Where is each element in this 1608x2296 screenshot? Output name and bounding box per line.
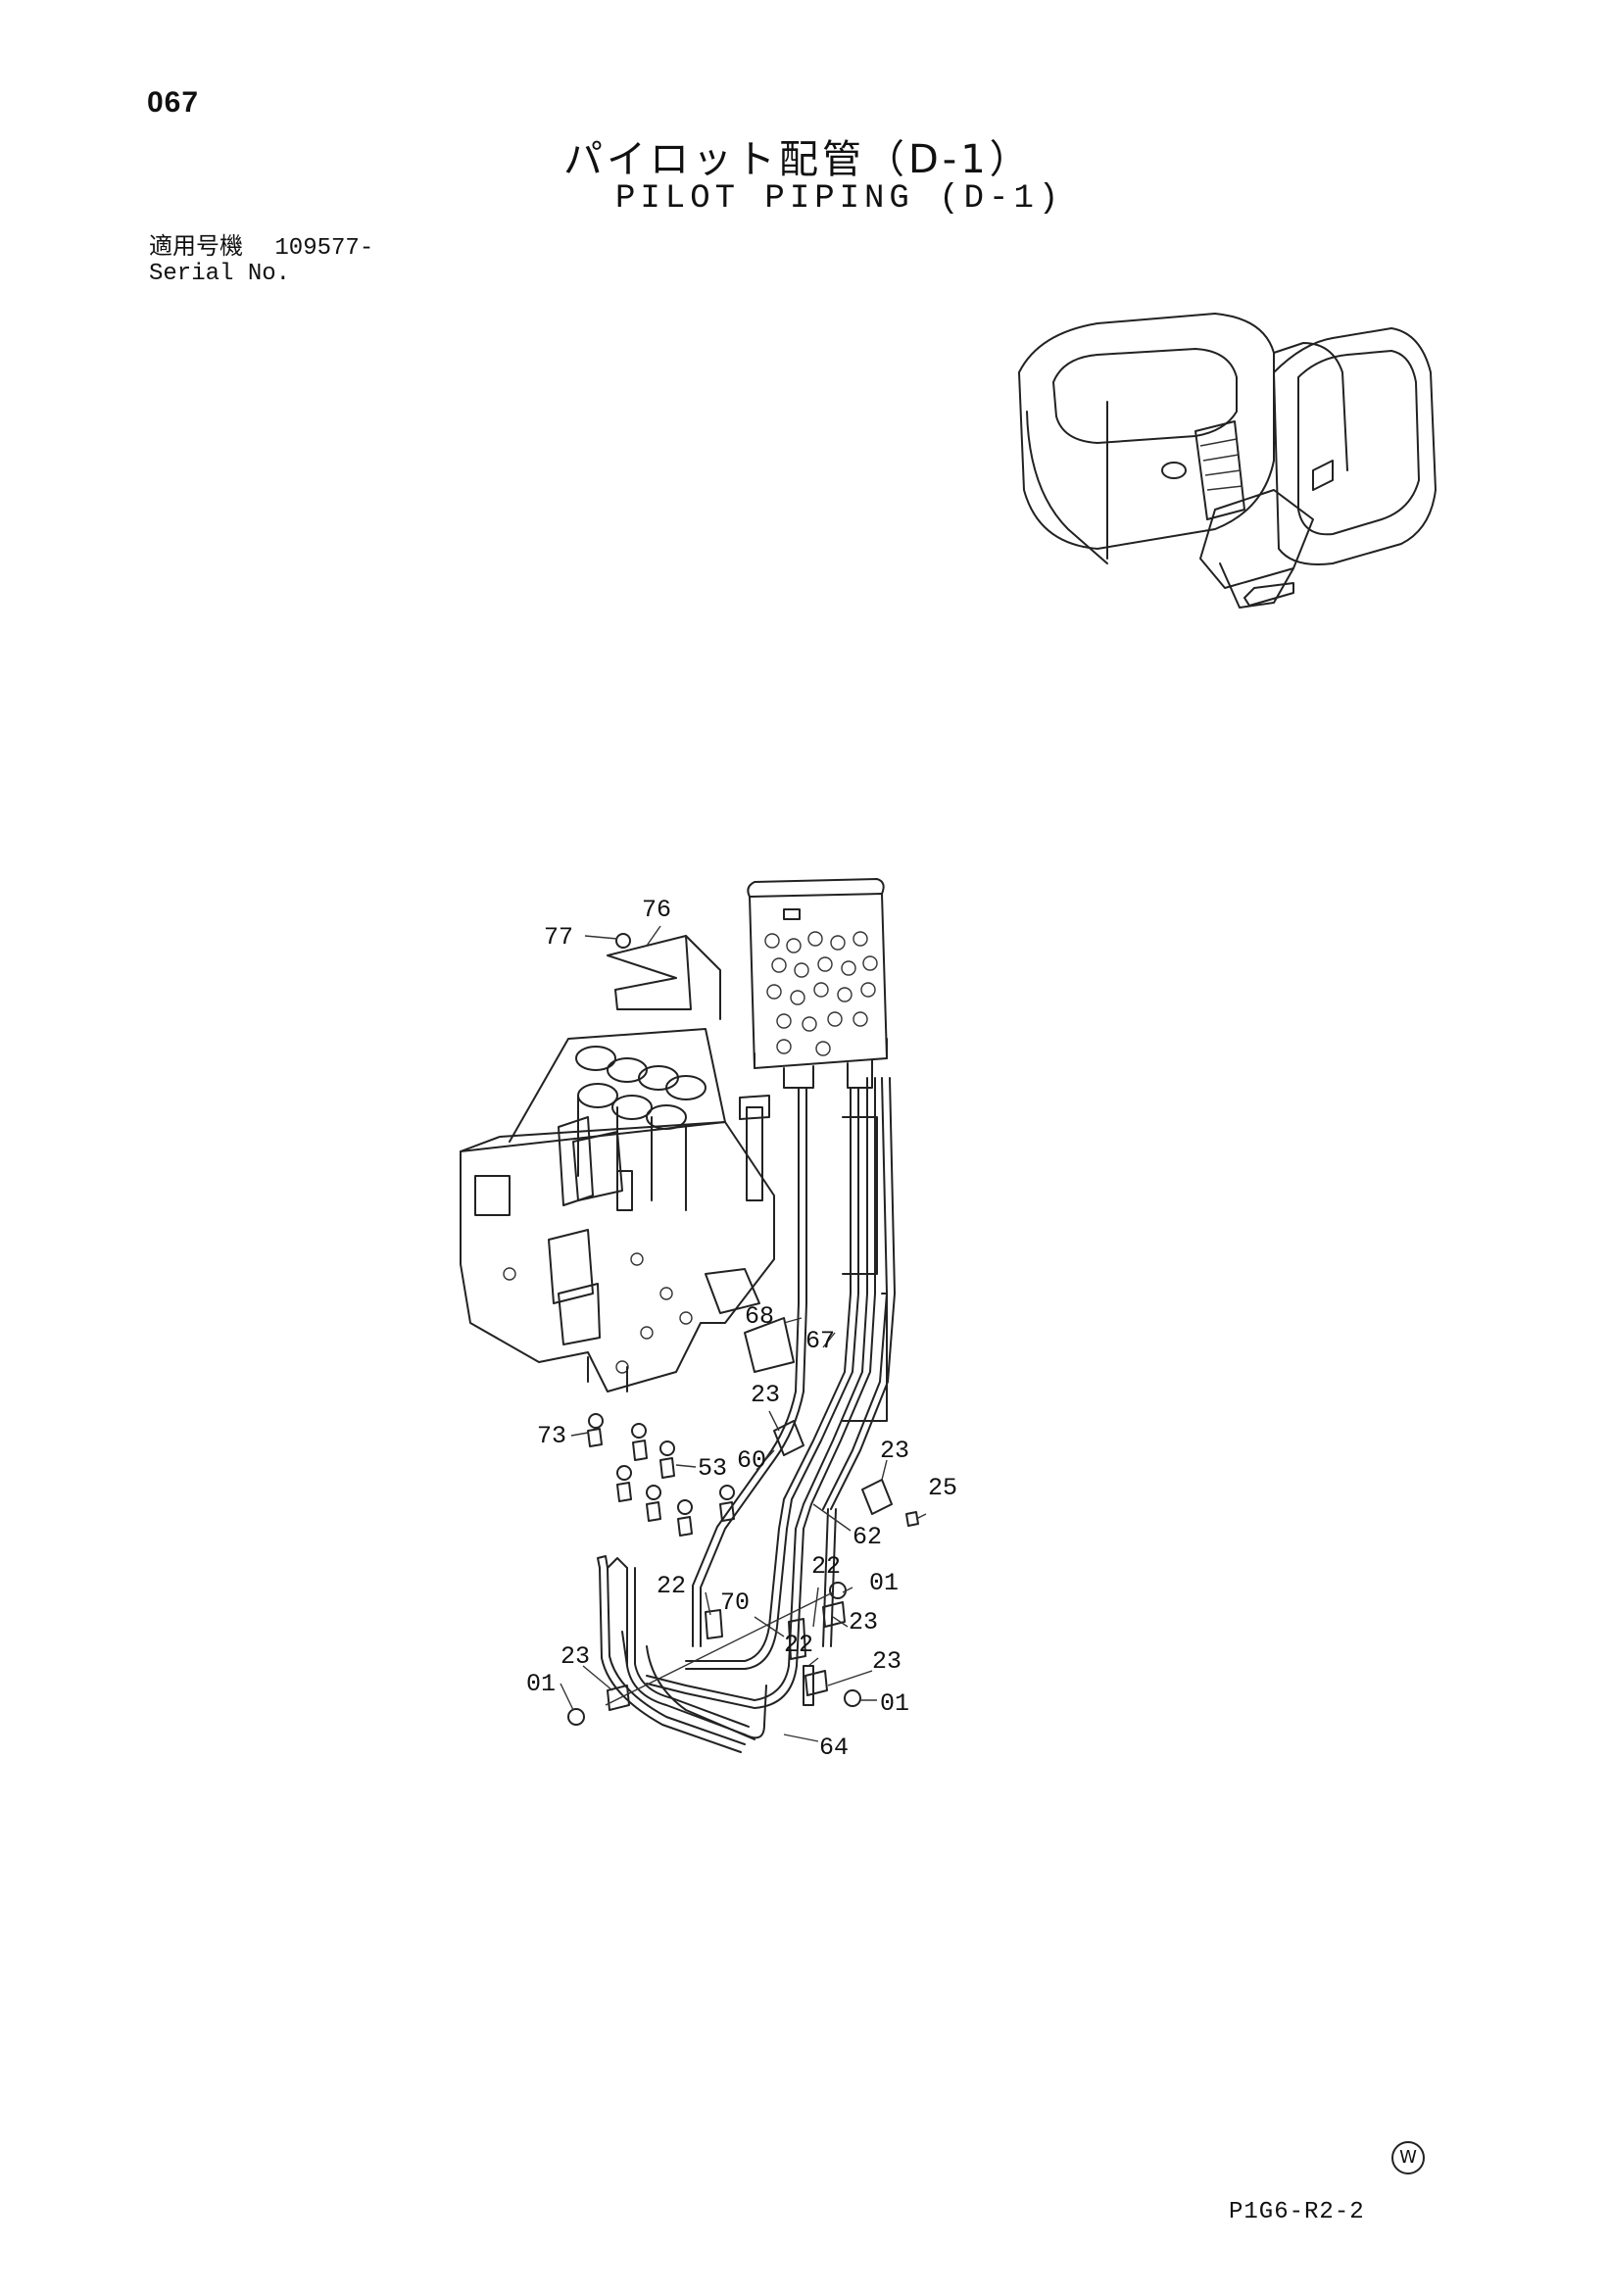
page-code: P1G6-R2-2 xyxy=(1229,2199,1365,2225)
serial-number-label: Serial No. xyxy=(149,261,291,287)
excavator-locator-illustration xyxy=(1018,313,1437,609)
callout-23: 23 xyxy=(560,1642,590,1671)
pilot-valve-block xyxy=(747,878,888,1089)
serial-number-value: 109577- xyxy=(274,235,374,262)
callout-leaders xyxy=(560,925,927,1742)
manufacturer-mark: W xyxy=(1391,2141,1425,2174)
callout-01: 01 xyxy=(526,1670,556,1698)
applicable-machine-label: 適用号機 xyxy=(149,232,243,260)
callout-22: 22 xyxy=(811,1552,841,1581)
page-title-japanese: パイロット配管（D-1） xyxy=(563,137,1033,182)
callout-23: 23 xyxy=(872,1647,901,1676)
callout-01: 01 xyxy=(869,1569,899,1597)
callout-01: 01 xyxy=(880,1689,909,1718)
fittings-and-clamps xyxy=(567,933,919,1726)
callout-53: 53 xyxy=(698,1454,727,1483)
callout-25: 25 xyxy=(928,1474,957,1502)
callout-68: 68 xyxy=(745,1302,774,1331)
callout-22: 22 xyxy=(784,1631,813,1659)
callout-67: 67 xyxy=(805,1327,835,1355)
callout-23: 23 xyxy=(751,1381,780,1409)
page-title-english: PILOT PIPING (D-1) xyxy=(615,180,1064,218)
callout-numbers: 77 76 68 67 23 73 53 60 23 25 62 22 70 2… xyxy=(526,896,957,1762)
callout-22: 22 xyxy=(657,1572,686,1600)
callout-60: 60 xyxy=(737,1446,766,1475)
pilot-pipes xyxy=(599,1077,896,1753)
control-valve-assembly xyxy=(460,1028,878,1392)
callout-23: 23 xyxy=(880,1437,909,1465)
callout-64: 64 xyxy=(819,1734,849,1762)
callout-73: 73 xyxy=(537,1422,566,1450)
callout-76: 76 xyxy=(642,896,671,924)
callout-23: 23 xyxy=(849,1608,878,1637)
callout-70: 70 xyxy=(720,1588,750,1617)
callout-77: 77 xyxy=(544,923,573,952)
callout-62: 62 xyxy=(853,1523,882,1551)
page-number: 067 xyxy=(147,86,200,119)
serial-number-block: 適用号機 109577- Serial No. xyxy=(149,233,373,287)
